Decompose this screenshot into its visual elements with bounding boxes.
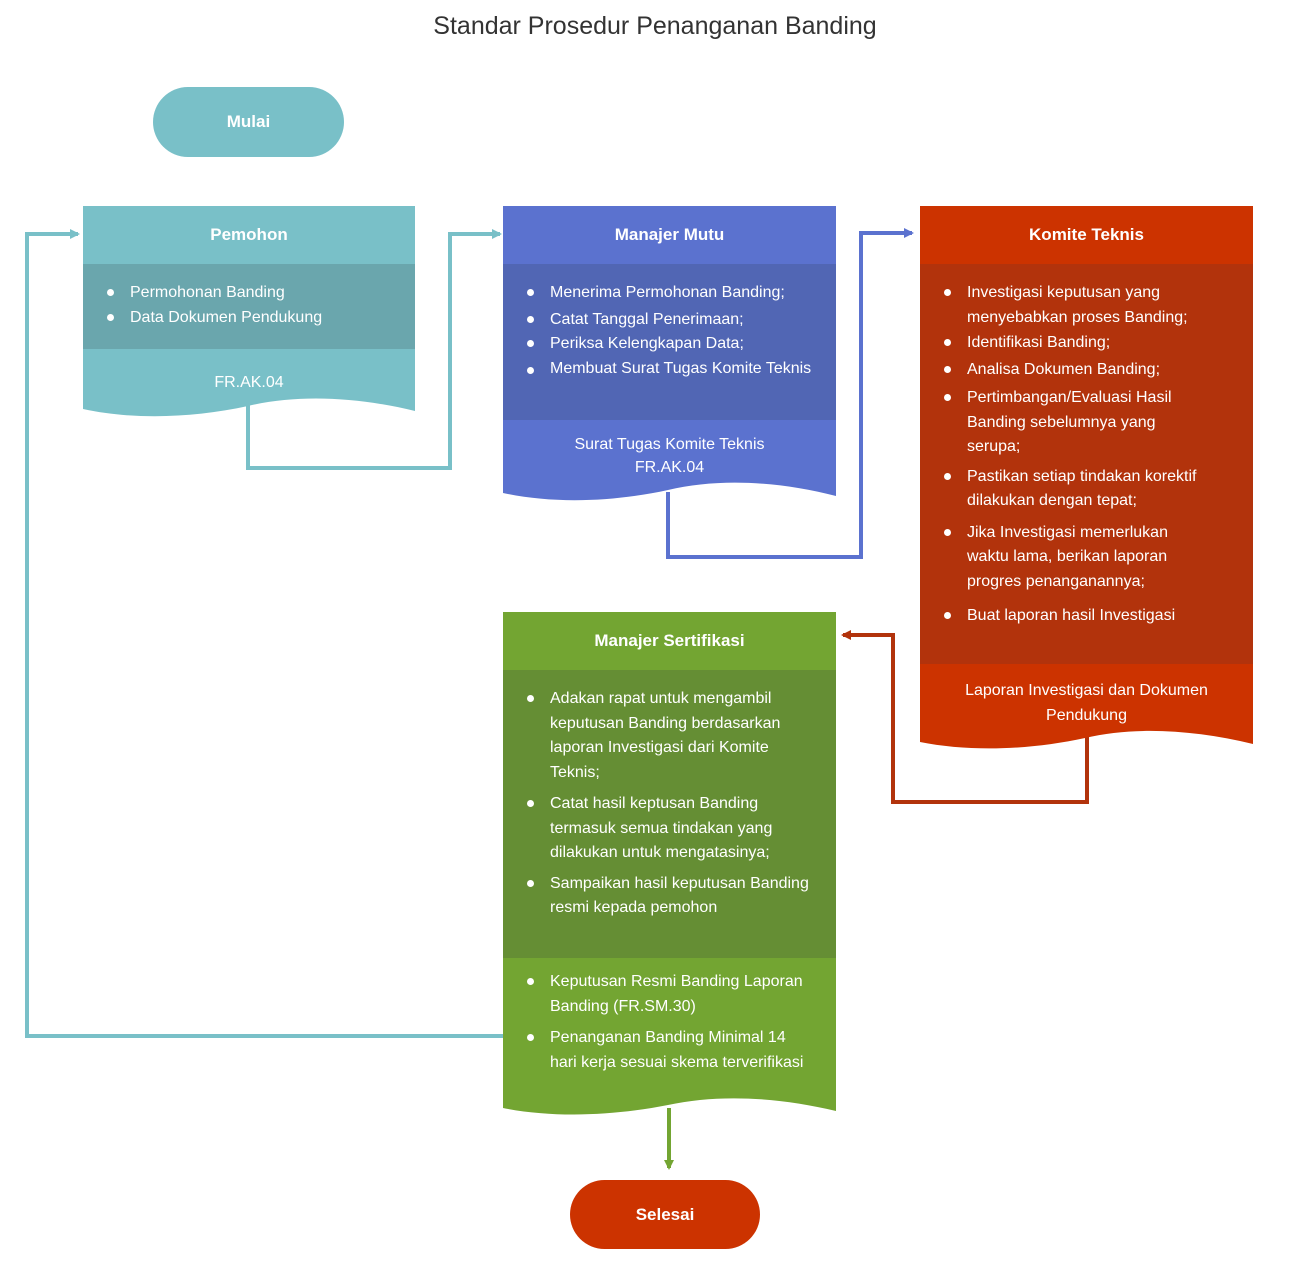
manajer-sertifikasi-body: Adakan rapat untuk mengambil keputusan B… bbox=[503, 670, 836, 958]
komite-teknis-item: Jika Investigasi memerlukan waktu lama, … bbox=[920, 521, 1233, 595]
manajer-mutu-item: Periksa Kelengkapan Data; bbox=[503, 332, 836, 357]
pemohon-box: Pemohon Permohonan Banding Data Dokumen … bbox=[83, 206, 415, 418]
manajer-mutu-footer-line1: Surat Tugas Komite Teknis bbox=[574, 436, 765, 453]
connector-manajer-sertifikasi-to-pemohon bbox=[25, 229, 503, 1038]
manajer-mutu-item: Catat Tanggal Penerimaan; bbox=[503, 308, 836, 333]
komite-teknis-item: Pertimbangan/Evaluasi Hasil Banding sebe… bbox=[920, 386, 1233, 460]
manajer-sertifikasi-item: Sampaikan hasil keputusan Banding resmi … bbox=[503, 872, 816, 921]
pemohon-footer-shape bbox=[83, 349, 415, 417]
pemohon-footer: FR.AK.04 bbox=[214, 374, 284, 391]
komite-teknis-item: Identifikasi Banding; bbox=[920, 331, 1233, 356]
connector-pemohon-to-manajer-mutu bbox=[246, 229, 502, 470]
komite-teknis-header: Komite Teknis bbox=[920, 206, 1253, 264]
manajer-mutu-item: Membuat Surat Tugas Komite Teknis bbox=[503, 359, 836, 379]
manajer-mutu-header: Manajer Mutu bbox=[503, 206, 836, 264]
manajer-sertifikasi-box: Manajer Sertifikasi Adakan rapat untuk m… bbox=[503, 612, 836, 1117]
manajer-mutu-footer-line2: FR.AK.04 bbox=[634, 459, 705, 476]
komite-teknis-item: Pastikan setiap tindakan korektif dilaku… bbox=[920, 465, 1233, 514]
pemohon-item: Permohonan Banding bbox=[83, 281, 415, 306]
start-label: Mulai bbox=[226, 112, 271, 131]
komite-teknis-body: Investigasi keputusan yang menyebabkan p… bbox=[920, 264, 1253, 664]
komite-teknis-footer: Laporan Investigasi dan Dokumen Pendukun… bbox=[965, 682, 1208, 724]
manajer-mutu-body: Menerima Permohonan Banding; Catat Tangg… bbox=[503, 264, 836, 420]
start-terminal: Mulai bbox=[153, 87, 344, 157]
pemohon-body: Permohonan Banding Data Dokumen Pendukun… bbox=[83, 264, 415, 349]
komite-teknis-item: Buat laporan hasil Investigasi bbox=[920, 604, 1233, 629]
manajer-mutu-footer-shape bbox=[503, 420, 836, 501]
pemohon-header: Pemohon bbox=[83, 206, 415, 264]
manajer-sertifikasi-output: Keputusan Resmi Banding Laporan Banding … bbox=[503, 970, 814, 1019]
komite-teknis-item: Investigasi keputusan yang menyebabkan p… bbox=[920, 281, 1233, 330]
manajer-sertifikasi-output: Penanganan Banding Minimal 14 hari kerja… bbox=[503, 1026, 814, 1075]
end-label: Selesai bbox=[635, 1204, 695, 1224]
manajer-sertifikasi-header: Manajer Sertifikasi bbox=[503, 612, 836, 670]
manajer-sertifikasi-output-shape bbox=[503, 958, 836, 1115]
pemohon-item: Data Dokumen Pendukung bbox=[83, 306, 415, 331]
komite-teknis-footer-shape bbox=[920, 664, 1253, 749]
end-terminal: Selesai bbox=[570, 1180, 760, 1249]
manajer-sertifikasi-item: Adakan rapat untuk mengambil keputusan B… bbox=[503, 687, 816, 785]
komite-teknis-item: Analisa Dokumen Banding; bbox=[920, 358, 1233, 383]
connector-manajer-mutu-to-komite-teknis bbox=[666, 228, 914, 559]
manajer-mutu-footer: Surat Tugas Komite Teknis FR.AK.04 bbox=[503, 433, 836, 479]
manajer-mutu-item: Menerima Permohonan Banding; bbox=[503, 281, 836, 306]
manajer-mutu-box: Manajer Mutu Menerima Permohonan Banding… bbox=[503, 206, 836, 501]
diagram-title: Standar Prosedur Penanganan Banding bbox=[433, 12, 877, 40]
manajer-sertifikasi-outputs: Keputusan Resmi Banding Laporan Banding … bbox=[503, 958, 836, 1075]
manajer-sertifikasi-item: Catat hasil keptusan Banding termasuk se… bbox=[503, 792, 816, 866]
connector-komite-teknis-to-manajer-sertifikasi bbox=[841, 630, 1089, 804]
komite-teknis-box: Komite Teknis Investigasi keputusan yang… bbox=[920, 206, 1253, 752]
